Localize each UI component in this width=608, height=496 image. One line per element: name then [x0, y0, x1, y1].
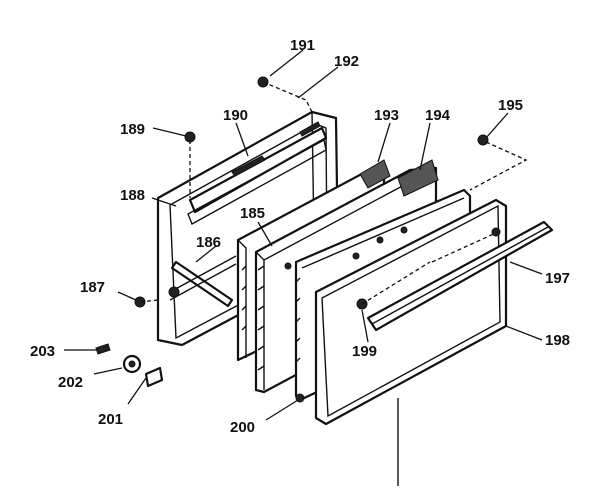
lower-rod [168, 255, 237, 308]
alignment-lines [139, 81, 528, 305]
callout-202: 202 [58, 374, 83, 391]
callout-195: 195 [498, 97, 523, 114]
leader-lines [64, 49, 543, 421]
screw-203 [95, 343, 111, 355]
callout-193: 193 [374, 107, 399, 124]
callout-185: 185 [240, 205, 265, 222]
callout-197: 197 [545, 270, 570, 287]
top-trim-bracket [187, 121, 328, 225]
hardware [95, 76, 489, 403]
screw-195 [477, 134, 489, 146]
callout-187: 187 [80, 279, 105, 296]
callout-203: 203 [30, 343, 55, 360]
callout-201: 201 [98, 411, 123, 428]
callout-198: 198 [545, 332, 570, 349]
door-handle [366, 220, 554, 332]
callout-189: 189 [120, 121, 145, 138]
callout-labels: 189 190 191 192 193 194 195 188 185 186 … [30, 37, 570, 436]
callout-194: 194 [425, 107, 451, 124]
callout-199: 199 [352, 343, 377, 360]
callout-188: 188 [120, 187, 145, 204]
callout-200: 200 [230, 419, 255, 436]
callout-186: 186 [196, 234, 221, 251]
callout-192: 192 [334, 53, 359, 70]
bracket-201 [144, 366, 164, 388]
callout-190: 190 [223, 107, 248, 124]
callout-191: 191 [290, 37, 315, 54]
